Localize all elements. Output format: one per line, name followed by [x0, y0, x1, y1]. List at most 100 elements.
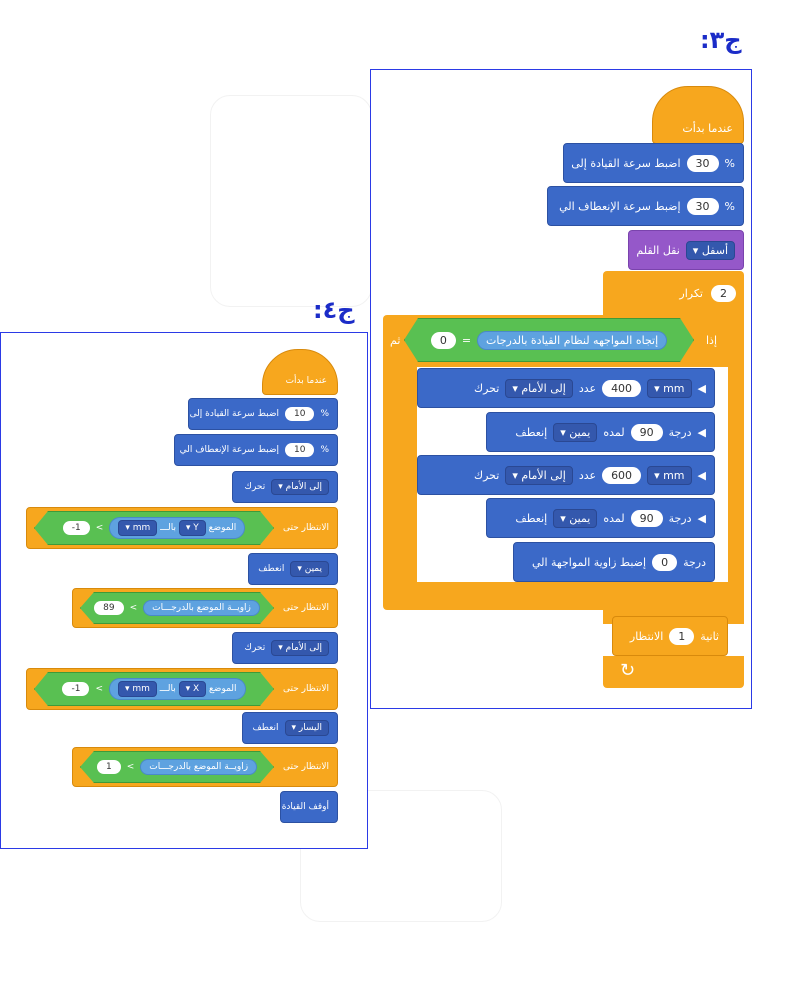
less-than-sign: < [129, 603, 138, 613]
q3-move-forward-block-2[interactable]: تحرك إلى الأمام ▾ عدد 600 mm ▾ ◀ [417, 455, 715, 495]
percent-unit: % [724, 199, 735, 213]
repeat-count-input[interactable]: 2 [711, 284, 736, 302]
turn-direction-dropdown[interactable]: يمين ▾ [290, 561, 329, 577]
q4-set-drive-speed-block[interactable]: اضبط سرعة القيادة إلى 10 % [188, 398, 338, 430]
q4-move-forward-block-1[interactable]: تحرك إلى الأمام ▾ [232, 471, 338, 503]
turn-direction-label: يمين [569, 425, 591, 439]
distance-input[interactable]: 600 [602, 466, 642, 484]
compare-value-input[interactable]: -1 [62, 682, 89, 696]
axis-dropdown[interactable]: X ▾ [179, 681, 207, 697]
speed-value-input[interactable]: 30 [686, 154, 719, 172]
q3-pen-block[interactable]: نقل القلم أسفل ▾ [628, 230, 744, 270]
block-label: إضبط زاوية المواجهة الي [531, 555, 647, 569]
unit-dropdown[interactable]: mm ▾ [647, 465, 692, 485]
turn-direction-dropdown[interactable]: يمين ▾ [553, 422, 598, 442]
unit-dropdown[interactable]: mm ▾ [647, 378, 692, 398]
angle-input[interactable]: 90 [630, 423, 663, 441]
percent-unit: % [320, 445, 329, 455]
block-label: تحرك [474, 381, 500, 395]
caret-left-icon[interactable]: ◀ [697, 381, 706, 395]
block-label: اضبط سرعة القيادة إلى [189, 409, 279, 419]
q4-turn-right-block[interactable]: انعطف يمين ▾ [248, 553, 338, 585]
unit-dropdown[interactable]: mm ▾ [118, 520, 157, 536]
in-label: بالـــ [159, 684, 176, 694]
for-label: لمده [603, 425, 625, 439]
count-label: عدد [578, 468, 597, 482]
pen-option-label: أسفل [701, 243, 728, 257]
caret-left-icon[interactable]: ◀ [697, 425, 706, 439]
q4-turn-left-block[interactable]: انعطف اليسار ▾ [242, 712, 338, 744]
degree-unit: درجة [668, 425, 692, 439]
equals-sign: = [461, 333, 472, 347]
q3-when-started-block[interactable]: عندما بدأت [652, 86, 744, 144]
q3-turn-right-block-2[interactable]: إنعطف يمين ▾ لمده 90 درجة ◀ [486, 498, 715, 538]
degree-unit: درجة [668, 511, 692, 525]
turn-speed-value-input[interactable]: 10 [284, 443, 315, 457]
less-than-sign: < [95, 523, 104, 533]
degree-unit: درجة [683, 555, 706, 569]
compare-value-input[interactable]: 1 [97, 760, 121, 774]
compare-value-input[interactable]: 89 [94, 601, 123, 615]
turn-direction-label: اليسار [298, 723, 322, 733]
q4-stop-driving-block[interactable]: أوقف القيادة [280, 791, 338, 823]
angle-reporter: زاويــة الموضع بالدرجـــات [140, 759, 257, 775]
block-label: تحرك [244, 643, 266, 653]
block-label: الانتظار حتى [283, 762, 329, 772]
percent-unit: % [724, 156, 735, 170]
q4-move-forward-block-2[interactable]: تحرك إلى الأمام ▾ [232, 632, 338, 664]
q4-less-than-operator-4[interactable]: 1 < زاويــة الموضع بالدرجـــات [80, 751, 274, 783]
caret-left-icon[interactable]: ◀ [697, 468, 706, 482]
turn-speed-value-input[interactable]: 30 [686, 197, 719, 215]
q3-move-forward-block-1[interactable]: تحرك إلى الأمام ▾ عدد 400 mm ▾ ◀ [417, 368, 715, 408]
direction-dropdown[interactable]: إلى الأمام ▾ [271, 640, 329, 656]
compare-value-input[interactable]: 0 [431, 332, 456, 349]
repeat-label: تكرار [679, 286, 703, 300]
wait-seconds-input[interactable]: 1 [669, 627, 695, 645]
axis-label: Y [193, 523, 199, 533]
block-label: تحرك [244, 482, 266, 492]
direction-label: إلى الأمام [285, 482, 322, 492]
position-reporter: الموضع Y ▾ بالـــ mm ▾ [109, 517, 245, 539]
speed-value-input[interactable]: 10 [284, 407, 315, 421]
q3-equals-operator[interactable]: 0 = إتجاه المواجهه لنظام القيادة بالدرجا… [404, 318, 694, 362]
direction-label: إلى الأمام [521, 468, 566, 482]
reporter-label: الموضع [209, 684, 237, 694]
angle-input[interactable]: 90 [630, 509, 663, 527]
q3-repeat-side [728, 310, 744, 610]
compare-value-input[interactable]: -1 [63, 521, 90, 535]
q3-set-drive-speed-block[interactable]: اضبط سرعة القيادة إلى 30 % [563, 143, 744, 183]
question-4-heading: ج٤: [313, 296, 355, 324]
turn-direction-dropdown[interactable]: يمين ▾ [553, 508, 598, 528]
direction-dropdown[interactable]: إلى الأمام ▾ [505, 378, 573, 398]
heading-value-input[interactable]: 0 [652, 553, 678, 571]
q4-less-than-operator-3[interactable]: -1 < الموضع X ▾ بالـــ mm ▾ [34, 672, 274, 706]
q3-set-heading-block[interactable]: إضبط زاوية المواجهة الي 0 درجة [513, 542, 715, 582]
distance-input[interactable]: 400 [602, 379, 642, 397]
turn-direction-dropdown[interactable]: اليسار ▾ [284, 720, 329, 736]
block-label: إنعطف [515, 511, 548, 525]
direction-label: إلى الأمام [521, 381, 566, 395]
axis-dropdown[interactable]: Y ▾ [179, 520, 206, 536]
q3-set-turn-speed-block[interactable]: إضبط سرعة الإنعطاف الي 30 % [547, 186, 744, 226]
block-label: أوقف القيادة [281, 802, 329, 812]
less-than-sign: < [95, 684, 103, 694]
axis-label: X [192, 684, 200, 694]
q4-less-than-operator-1[interactable]: -1 < الموضع Y ▾ بالـــ mm ▾ [34, 511, 274, 545]
less-than-sign: < [126, 762, 135, 772]
direction-dropdown[interactable]: إلى الأمام ▾ [505, 465, 573, 485]
percent-unit: % [320, 409, 329, 419]
q3-turn-right-block-1[interactable]: إنعطف يمين ▾ لمده 90 درجة ◀ [486, 412, 715, 452]
unit-dropdown[interactable]: mm ▾ [118, 681, 157, 697]
q3-wait-block[interactable]: الانتظار 1 ثانية [612, 616, 728, 656]
for-label: لمده [603, 511, 625, 525]
block-label: تحرك [474, 468, 500, 482]
pen-position-dropdown[interactable]: أسفل ▾ [685, 240, 735, 260]
q4-less-than-operator-2[interactable]: 89 < زاويــة الموضع بالدرجـــات [80, 592, 274, 624]
block-label: إضبط سرعة الإنعطاف الي [179, 445, 279, 455]
caret-left-icon[interactable]: ◀ [697, 511, 706, 525]
turn-direction-label: يمين [304, 564, 322, 574]
q4-when-started-block[interactable]: عندما بدأت [262, 349, 338, 395]
q4-set-turn-speed-block[interactable]: إضبط سرعة الإنعطاف الي 10 % [174, 434, 338, 466]
block-label: اضبط سرعة القيادة إلى [571, 156, 681, 170]
direction-dropdown[interactable]: إلى الأمام ▾ [271, 479, 329, 495]
